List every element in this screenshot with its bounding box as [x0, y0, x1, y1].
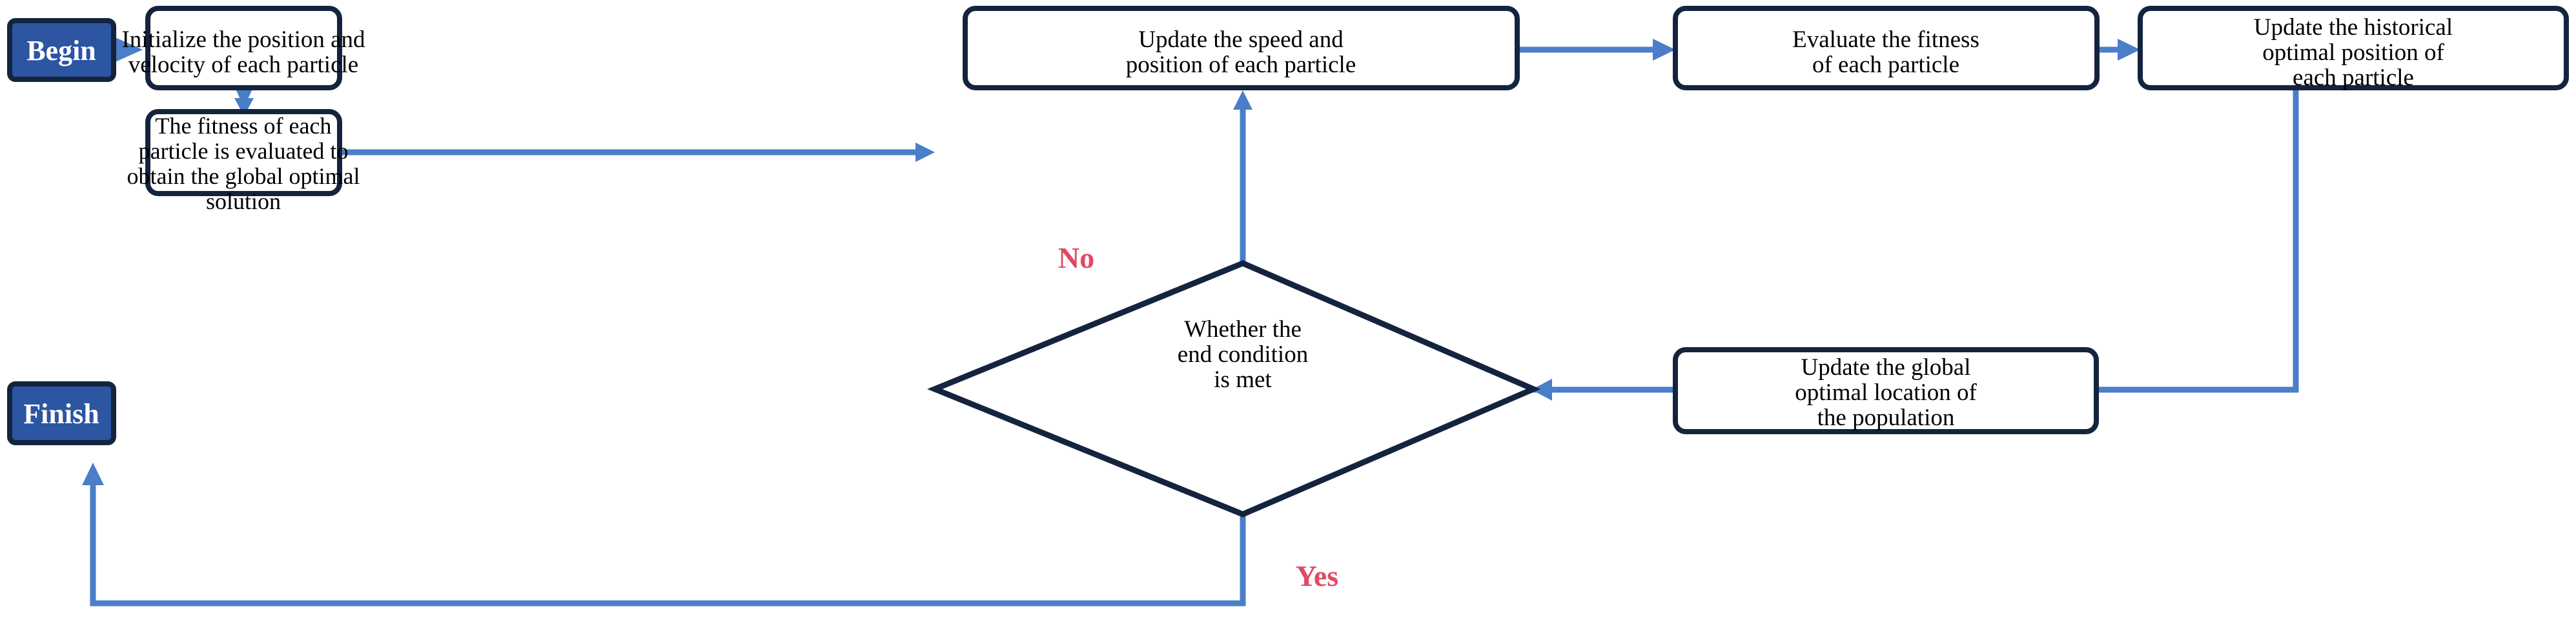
node-update-historical-line-1: Update the historical [2254, 14, 2453, 41]
node-update-historical-line-2: optimal position of [2262, 39, 2444, 66]
node-initialize-line-1: Initialize the position and [121, 26, 365, 53]
node-fitness-global-shape [145, 109, 342, 196]
node-finish[interactable]: Finish [7, 381, 116, 445]
node-fitness-global-line-4: solution [206, 188, 281, 214]
node-fitness-global-line-1: The fitness of each [156, 113, 332, 139]
node-update-historical-shape [2138, 6, 2569, 90]
node-fitness-global-line-3: obtain the global optimal [127, 163, 360, 189]
node-update-historical-line-3: each particle [2293, 65, 2414, 91]
node-initialize-shape [145, 6, 342, 90]
node-finish-label: Finish [23, 398, 99, 430]
node-evaluate-fitness-line-2: of each particle [1812, 52, 1959, 78]
node-evaluate-fitness-line-1: Evaluate the fitness [1792, 26, 1979, 53]
node-update-global-line-1: Update the global [1801, 354, 1970, 381]
node-update-speed-line-1: Update the speed and [1138, 26, 1344, 53]
arrow-decision-yes-to-finish [82, 463, 1246, 607]
node-update-speed-shape [963, 6, 1520, 90]
node-evaluate-fitness-shape [1673, 6, 2100, 90]
node-decision-line-3: is met [1214, 366, 1272, 393]
node-update-global-shape [1673, 347, 2099, 434]
node-begin-shape [7, 18, 116, 82]
node-decision-shape [927, 260, 1541, 517]
node-evaluate-fitness[interactable]: Evaluate the fitness of each particle [1673, 6, 2100, 90]
branch-label-yes: Yes [1296, 559, 1338, 592]
arrow-update-global-to-decision [1531, 379, 1674, 401]
node-initialize[interactable]: Initialize the position and velocity of … [121, 6, 365, 90]
node-begin-label: Begin [26, 35, 96, 66]
node-decision[interactable]: Whether the end condition is met [927, 260, 1541, 517]
node-decision-line-2: end condition [1178, 341, 1308, 368]
node-update-global[interactable]: Update the global optimal location of th… [1673, 347, 2099, 434]
node-decision-line-1: Whether the [1184, 316, 1302, 343]
node-update-global-line-3: the population [1817, 405, 1955, 431]
node-initialize-line-2: velocity of each particle [128, 52, 358, 78]
node-update-global-line-2: optimal location of [1795, 379, 1977, 406]
node-finish-shape [7, 381, 116, 445]
arrow-update-speed-to-evaluate [1517, 39, 1675, 61]
node-update-historical[interactable]: Update the historical optimal position o… [2138, 6, 2569, 91]
branch-label-no: No [1058, 241, 1094, 274]
arrow-evaluate-to-update-historical [2097, 39, 2140, 61]
node-fitness-global-line-2: particle is evaluated to [139, 138, 349, 164]
node-update-speed[interactable]: Update the speed and position of each pa… [963, 6, 1520, 90]
node-fitness-global[interactable]: The fitness of each particle is evaluate… [127, 109, 360, 214]
arrow-decision-no-to-update-speed [1233, 90, 1252, 263]
arrow-fitness-to-decision [342, 143, 935, 162]
node-update-speed-line-2: position of each particle [1126, 52, 1356, 78]
node-begin[interactable]: Begin [7, 18, 116, 82]
